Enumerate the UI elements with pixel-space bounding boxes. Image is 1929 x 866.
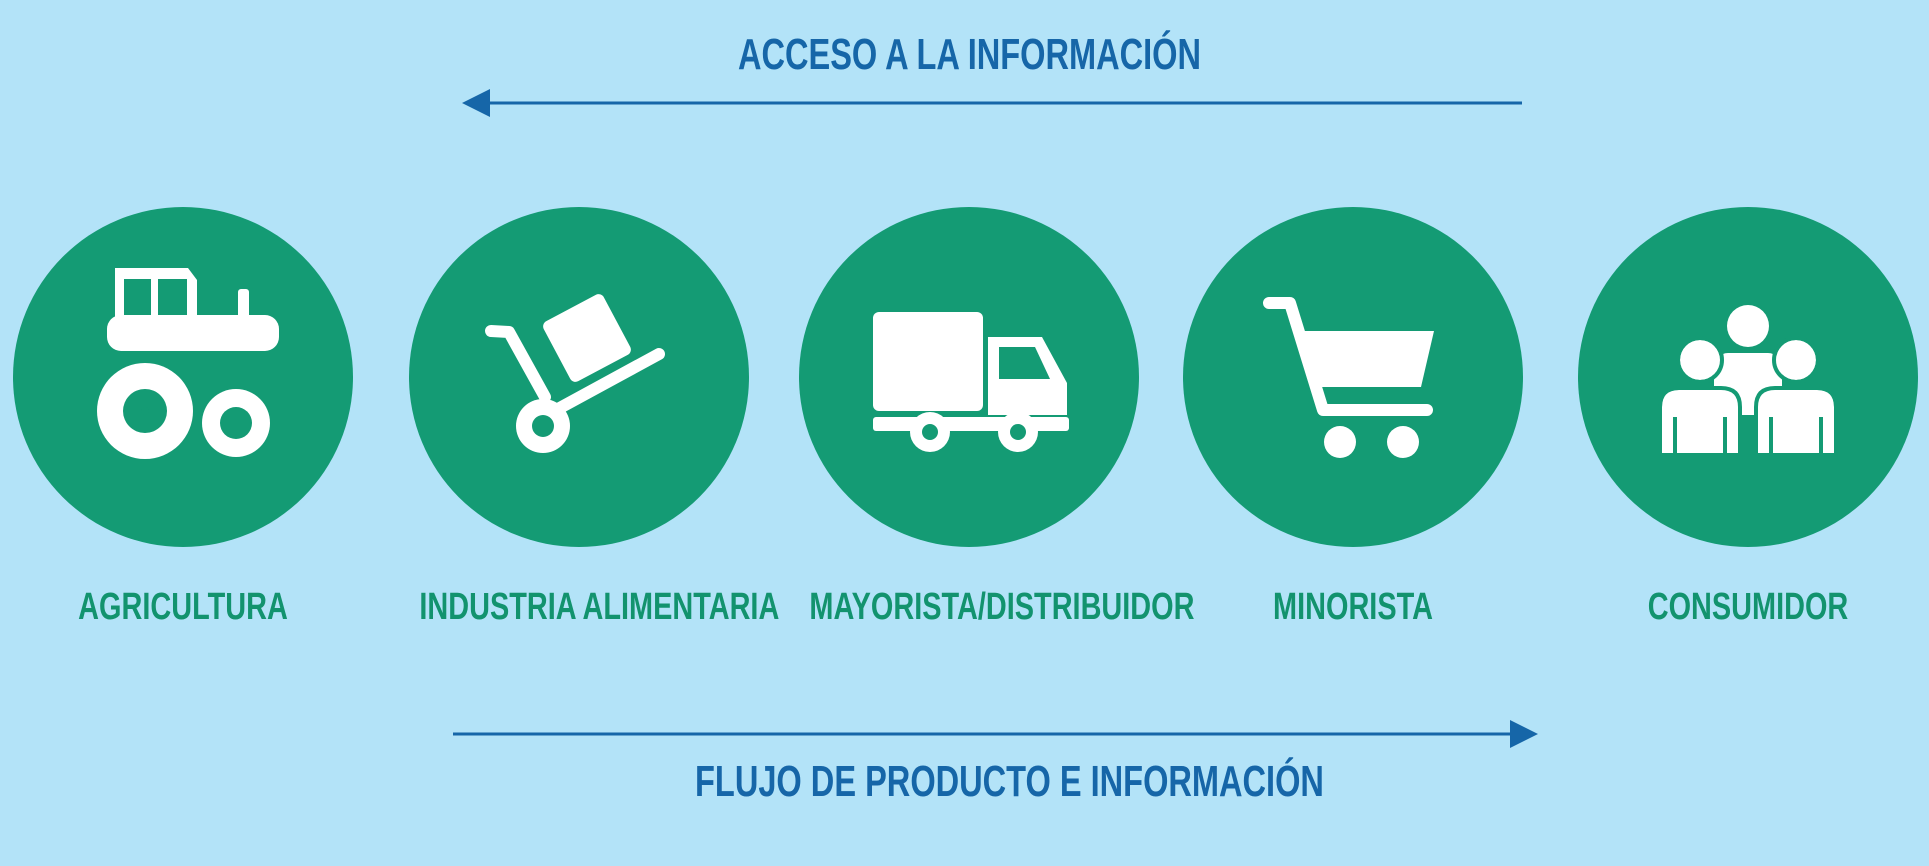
stage-label-consumidor: CONSUMIDOR [1647,586,1849,628]
stage-mayorista-circle [799,207,1139,547]
stage-industria-circle [409,207,749,547]
stage-label-minorista: MINORISTA [1273,586,1433,628]
product-information-flow-label: FLUJO DE PRODUCTO E INFORMACIÓN [695,757,1324,806]
stage-agricultura-circle [13,207,353,547]
stage-label-agricultura: AGRICULTURA [78,586,288,628]
hand-truck-icon [485,294,665,453]
shopping-cart-icon [1263,297,1434,458]
information-access-label: ACCESO A LA INFORMACIÓN [737,30,1202,79]
people-icon [1658,305,1838,455]
stage-minorista-circle [1183,207,1523,547]
truck-icon [873,312,1069,452]
stage-consumidor-circle [1578,207,1918,547]
stage-label-mayorista-distribuidor: MAYORISTA/DISTRIBUIDOR [809,586,1195,628]
stage-label-industria-alimentaria: INDUSTRIA ALIMENTARIA [419,586,780,628]
left-arrow [462,89,1522,117]
tractor-icon [97,268,279,459]
right-arrow [453,720,1538,748]
